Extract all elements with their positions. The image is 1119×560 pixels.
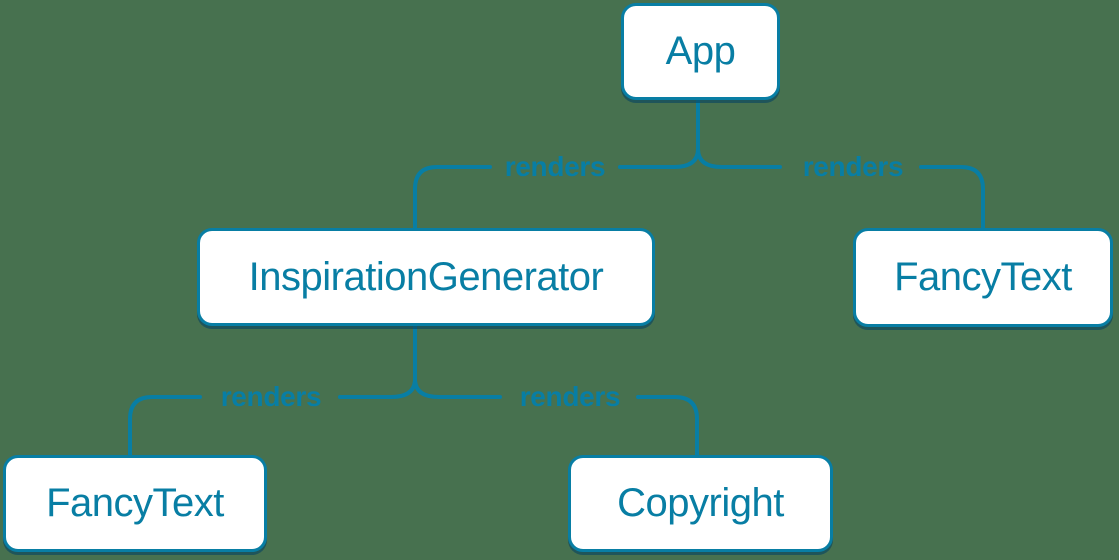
tree-node-fancy-text-top: FancyText bbox=[853, 228, 1113, 327]
edge-inspiration-generator-to-fancy-text bbox=[128, 395, 202, 457]
edge-app-right-flare bbox=[696, 147, 782, 169]
edge-inspiration-generator-left-flare bbox=[338, 377, 417, 399]
tree-node-fancy-text-bottom: FancyText bbox=[3, 455, 267, 552]
tree-node-fancy-text-bottom-label: FancyText bbox=[46, 481, 224, 525]
edge-app-to-inspiration-generator bbox=[413, 165, 492, 230]
edge-label-app-to-inspiration-generator: renders bbox=[504, 151, 606, 182]
edge-inspiration-generator-to-copyright bbox=[636, 395, 699, 457]
edge-label-app-to-fancy-text: renders bbox=[802, 151, 904, 182]
tree-node-inspiration-generator-label: InspirationGenerator bbox=[248, 254, 604, 299]
tree-node-copyright-label: Copyright bbox=[617, 481, 784, 525]
edge-app-left-flare bbox=[618, 147, 700, 169]
tree-node-copyright: Copyright bbox=[568, 455, 833, 552]
edge-app-to-fancy-text bbox=[919, 165, 985, 230]
edge-label-inspiration-generator-to-fancy-text: renders bbox=[220, 381, 322, 412]
edge-label-inspiration-generator-to-copyright: renders bbox=[519, 381, 621, 412]
tree-node-app: App bbox=[621, 3, 780, 100]
tree-node-inspiration-generator: InspirationGenerator bbox=[197, 228, 655, 326]
edge-inspiration-generator-right-flare bbox=[413, 377, 502, 399]
tree-node-fancy-text-top-label: FancyText bbox=[894, 255, 1072, 299]
tree-node-app-label: App bbox=[665, 29, 736, 73]
